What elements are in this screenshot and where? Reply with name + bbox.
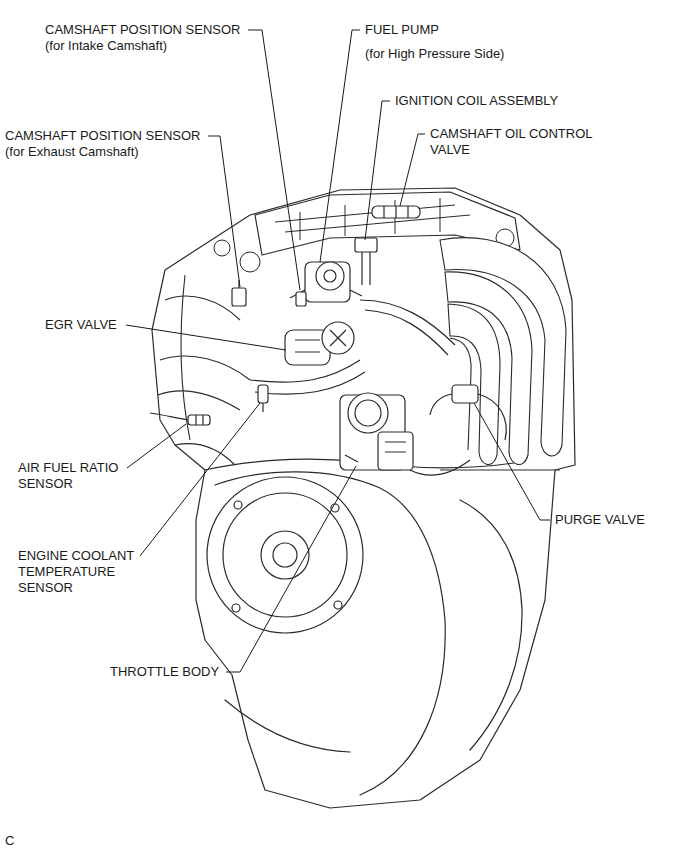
drive-flange-stroke [234, 501, 242, 509]
cylinder-head-detail-stroke [300, 212, 301, 240]
component-parts-stroke [330, 330, 346, 346]
part-label: PURGE VALVE [555, 512, 645, 528]
leader-lines-stroke [140, 403, 260, 556]
component-parts-stroke [188, 415, 210, 425]
drive-flange-stroke [232, 604, 240, 612]
cylinder-head-detail-stroke [214, 240, 230, 256]
exhaust-side-stroke [165, 296, 240, 320]
component-parts-stroke [324, 270, 336, 282]
engine-body-stroke [460, 500, 522, 750]
exhaust-side-stroke [160, 356, 250, 380]
component-parts-stroke [345, 455, 358, 462]
component-parts-stroke [452, 385, 478, 403]
component-parts-stroke [430, 394, 452, 415]
leader-lines-stroke [248, 30, 300, 290]
leader-lines-stroke [320, 30, 360, 262]
component-parts-stroke [322, 322, 354, 354]
intake-manifold-stroke [445, 272, 532, 465]
leader-lines-stroke [400, 134, 425, 206]
component-parts-stroke [355, 400, 381, 426]
engine-body-stroke [225, 700, 350, 752]
intake-manifold [440, 238, 566, 470]
component-parts-stroke [378, 432, 413, 470]
leader-lines-stroke [208, 136, 240, 287]
exhaust-side-stroke [158, 391, 240, 410]
drive-flange-stroke [207, 477, 363, 633]
component-parts-stroke [196, 415, 203, 425]
component-parts-stroke [316, 262, 344, 290]
component-parts [150, 206, 506, 475]
part-label: FUEL PUMP [365, 22, 439, 38]
engine-body-stroke [215, 472, 445, 795]
engine-body [152, 188, 575, 808]
component-parts-stroke [384, 206, 408, 218]
component-parts-stroke [355, 238, 377, 252]
part-label: IGNITION COIL ASSEMBLY [395, 93, 558, 109]
component-parts-stroke [305, 262, 350, 302]
component-parts-stroke [372, 206, 420, 218]
intake-manifold-stroke [440, 469, 560, 470]
engine-body-stroke [152, 188, 575, 808]
part-label: CAMSHAFT POSITION SENSOR (for Intake Cam… [45, 22, 250, 54]
leader-lines-stroke [127, 424, 186, 468]
drive-flange-stroke [334, 601, 342, 609]
component-parts-stroke [262, 403, 263, 412]
component-parts-stroke [258, 385, 268, 403]
exhaust-side [158, 275, 250, 465]
leader-lines-stroke [474, 403, 550, 520]
component-parts-stroke [348, 393, 388, 433]
intake-manifold-stroke [440, 238, 566, 456]
drive-flange-stroke [223, 493, 347, 617]
drive-flange-stroke [273, 543, 297, 567]
cylinder-head-detail-stroke [345, 205, 346, 236]
component-parts-stroke [296, 292, 306, 306]
part-label: AIR FUEL RATIO SENSOR [18, 460, 128, 492]
figure-id: C [5, 833, 14, 849]
cylinder-head-detail-stroke [275, 205, 455, 222]
component-parts-stroke [232, 288, 246, 306]
component-parts-stroke [410, 460, 470, 475]
part-label: CAMSHAFT OIL CONTROL VALVE [430, 126, 600, 158]
leader-lines-stroke [126, 325, 286, 350]
cylinder-head-detail-stroke [240, 252, 260, 272]
drive-flange [207, 477, 363, 633]
component-parts-stroke [365, 310, 448, 355]
leader-lines-stroke [365, 101, 390, 240]
component-parts-stroke [362, 252, 370, 285]
part-label: CAMSHAFT POSITION SENSOR (for Exhaust Ca… [5, 128, 210, 160]
part-note: (for High Pressure Side) [365, 46, 504, 62]
part-label: ENGINE COOLANT TEMPERATURE SENSOR [18, 548, 140, 596]
leader-lines-stroke [226, 466, 356, 672]
cylinder-head-detail-stroke [440, 198, 441, 232]
component-parts-stroke [255, 372, 365, 394]
component-parts-stroke [295, 340, 320, 352]
intake-manifold-stroke [448, 304, 500, 465]
component-parts-stroke [385, 442, 406, 452]
drive-flange-stroke [261, 531, 309, 579]
part-label: THROTTLE BODY [110, 664, 219, 680]
component-parts-stroke [150, 413, 188, 420]
part-label: EGR VALVE [45, 317, 117, 333]
